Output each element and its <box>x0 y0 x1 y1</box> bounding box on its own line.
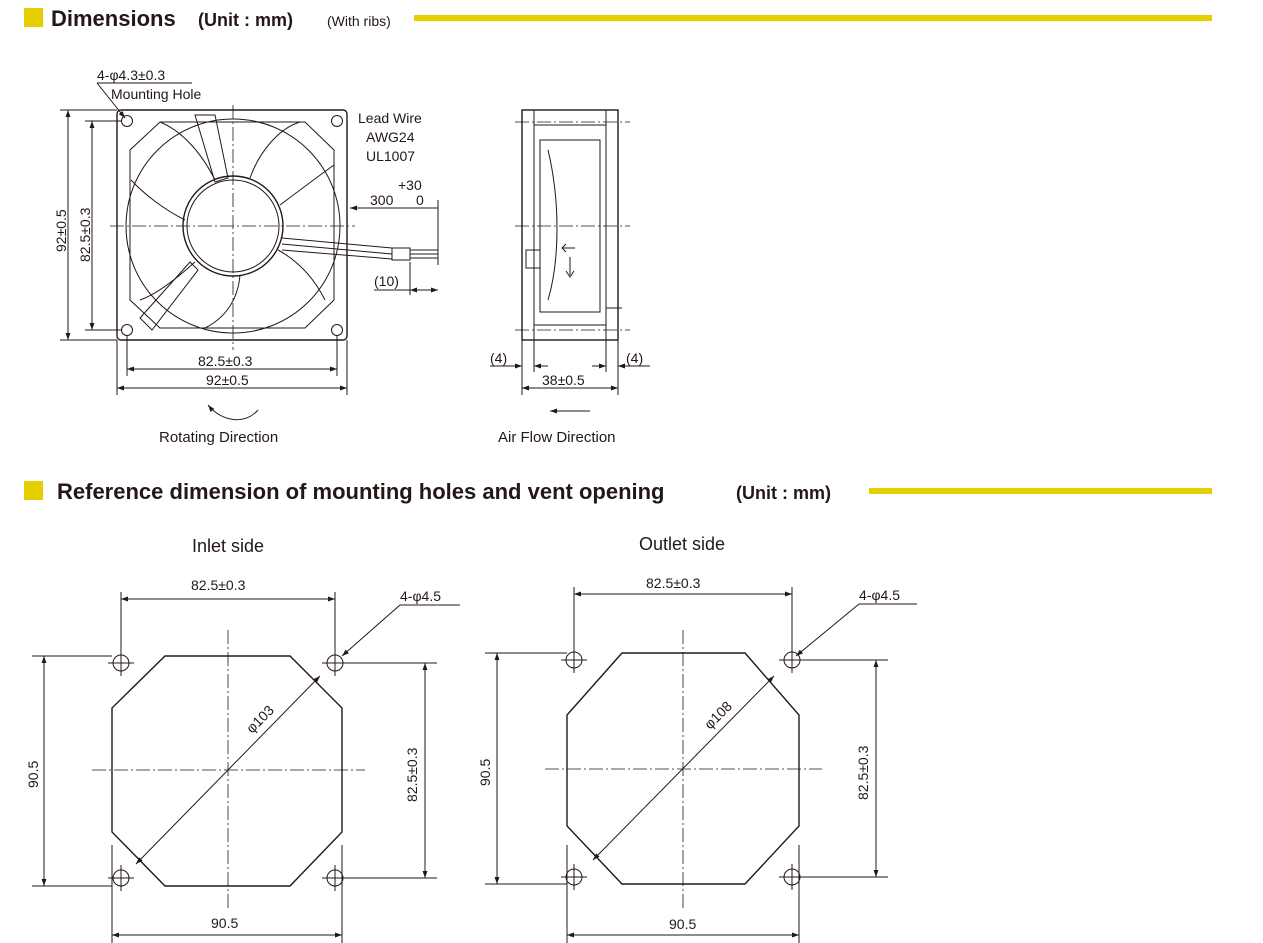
front-width-pitch: 82.5±0.3 <box>198 353 253 369</box>
section1-unit: (Unit : mm) <box>198 10 293 30</box>
front-height-outer: 92±0.5 <box>53 209 69 252</box>
section1-title: Dimensions <box>51 6 176 31</box>
inlet-hole-crosshairs <box>108 650 348 891</box>
strut-top <box>194 114 229 183</box>
outlet-view: Outlet side φ108 82.5±0.3 4-φ4.5 90.5 82… <box>477 534 917 943</box>
front-width-outer: 92±0.5 <box>206 372 249 388</box>
fan-blades <box>130 121 335 329</box>
lead-strip-length: (10) <box>374 273 399 289</box>
outlet-height: 90.5 <box>477 759 493 786</box>
air-flow-caption: Air Flow Direction <box>498 429 616 446</box>
outlet-pitch-top: 82.5±0.3 <box>646 575 701 591</box>
outlet-diameter-line <box>592 675 775 861</box>
lead-length: 300 <box>370 192 394 208</box>
rotating-direction-caption: Rotating Direction <box>159 429 278 446</box>
side-arrow-rotate-icon <box>565 257 575 278</box>
inlet-pitch-right: 82.5±0.3 <box>404 747 420 802</box>
outlet-hole-spec: 4-φ4.5 <box>859 587 900 603</box>
section1-header: Dimensions (Unit : mm) (With ribs) <box>24 6 1212 31</box>
side-rib-right: (4) <box>626 350 643 366</box>
mounting-hole-br <box>331 324 343 336</box>
outlet-pitch-right: 82.5±0.3 <box>855 745 871 800</box>
lead-tol-plus: +30 <box>398 177 422 193</box>
outlet-hole-crosshairs <box>561 647 805 890</box>
front-height-pitch: 82.5±0.3 <box>77 207 93 262</box>
inlet-pitch-top: 82.5±0.3 <box>191 577 246 593</box>
mounting-hole-tl <box>121 115 133 127</box>
front-hole-spec: 4-φ4.3±0.3 <box>97 67 165 83</box>
inlet-width: 90.5 <box>211 915 238 931</box>
side-rib-left: (4) <box>490 350 507 366</box>
front-hole-label: Mounting Hole <box>111 86 201 102</box>
lead-grommet <box>525 249 541 269</box>
inlet-view: Inlet side φ103 82.5±0.3 4-φ4.5 90.5 82.… <box>25 536 460 943</box>
lead-wires <box>281 237 438 261</box>
lead-wire-line-2: AWG24 <box>366 129 415 145</box>
inlet-vent-outline <box>111 655 343 887</box>
side-frame <box>521 109 619 341</box>
outlet-vent-outline <box>566 652 800 885</box>
fan-frame <box>116 109 348 341</box>
outlet-diameter: φ108 <box>701 698 735 732</box>
inlet-hole-spec: 4-φ4.5 <box>400 588 441 604</box>
strut-bottom <box>139 261 199 331</box>
section2-header: Reference dimension of mounting holes an… <box>24 479 1212 504</box>
section2-unit: (Unit : mm) <box>736 483 831 503</box>
side-arrow-flow-icon <box>561 243 575 253</box>
inlet-title: Inlet side <box>192 536 264 556</box>
inlet-diameter-line <box>135 675 321 865</box>
outlet-width: 90.5 <box>669 916 696 932</box>
side-depth: 38±0.5 <box>542 372 585 388</box>
inlet-height: 90.5 <box>25 761 41 788</box>
mounting-hole-bl <box>121 324 133 336</box>
front-view: 4-φ4.3±0.3 Mounting Hole Lead Wire AWG24… <box>53 67 439 446</box>
fan-inner-frame <box>129 121 335 329</box>
section1-marker-icon <box>24 8 43 27</box>
inlet-diameter: φ103 <box>243 702 277 736</box>
side-view: (4) (4) 38±0.5 Air Flow Direction <box>490 109 650 446</box>
section2-marker-icon <box>24 481 43 500</box>
lead-wire-line-3: UL1007 <box>366 148 415 164</box>
section1-note: (With ribs) <box>327 13 391 29</box>
outlet-title: Outlet side <box>639 534 725 554</box>
lead-tol-minus: 0 <box>416 192 424 208</box>
section2-title: Reference dimension of mounting holes an… <box>57 479 665 504</box>
rotating-arrow-icon <box>207 404 259 421</box>
lead-wire-line-1: Lead Wire <box>358 110 422 126</box>
mounting-hole-tr <box>331 115 343 127</box>
